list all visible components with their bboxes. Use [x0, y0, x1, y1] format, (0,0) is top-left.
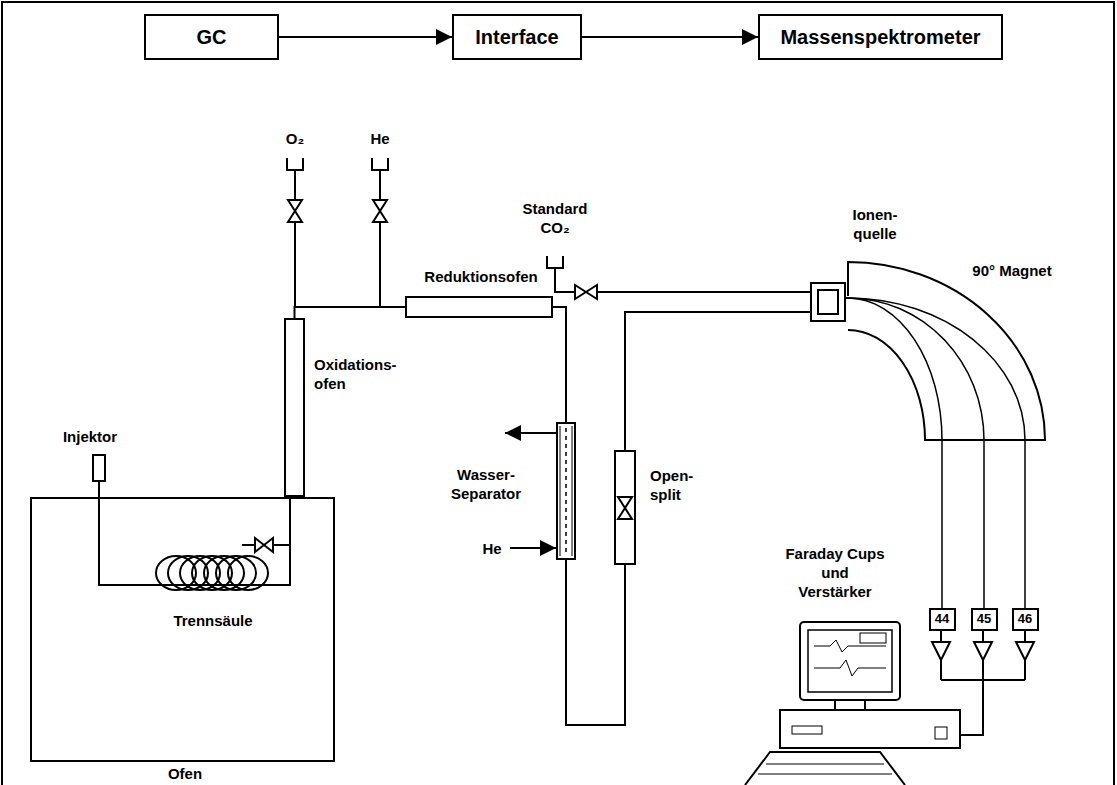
- gas-line: [566, 560, 625, 725]
- gas-line: [553, 307, 566, 422]
- gas-line: [295, 307, 406, 318]
- node-label: Interface: [475, 25, 558, 50]
- gas-label: Standard CO₂: [522, 200, 587, 238]
- valve-symbol: [255, 538, 273, 552]
- coil-winding: [180, 556, 220, 590]
- interface-box: Interface: [452, 14, 582, 60]
- node-label: 45: [977, 611, 991, 627]
- oven-box: Ofen: [30, 497, 335, 762]
- gc-plumbing: [93, 158, 1045, 785]
- node-label: Massenspektrometer: [780, 25, 980, 50]
- gas-label: He: [482, 540, 501, 559]
- coil-winding: [156, 556, 196, 590]
- node-label: GC: [197, 25, 227, 50]
- node-label: Wasser- Separator: [451, 466, 521, 504]
- standard-co2-line: [547, 256, 810, 292]
- he-in-arrow: [510, 547, 556, 549]
- coil-winding: [204, 556, 244, 590]
- valve-symbol: [618, 497, 632, 519]
- coil-winding: [228, 556, 268, 590]
- open-split: Open- split: [614, 450, 636, 565]
- column-coil: [156, 556, 268, 590]
- separator-membrane: [560, 426, 572, 556]
- detector-label: Faraday Cups und Verstärker: [783, 545, 887, 601]
- node-label: 46: [1018, 611, 1032, 627]
- ion-source-chamber: [818, 290, 838, 314]
- gas-label: O₂: [286, 130, 304, 149]
- flow-arrow: [582, 36, 758, 38]
- gc-box: GC: [144, 14, 279, 60]
- injector-symbol: [93, 455, 105, 481]
- o2-supply: [287, 158, 303, 307]
- coil-winding: [192, 556, 232, 590]
- node-label: Oxidations- ofen: [314, 356, 397, 394]
- ion-source: Ionen- quelle: [810, 282, 846, 322]
- oxidation-furnace: Oxidations- ofen: [284, 318, 305, 497]
- gas-line: [625, 312, 810, 450]
- water-separator: Wasser- Separator: [556, 422, 576, 560]
- valve-symbol: [575, 285, 597, 299]
- faraday-cup: 45: [971, 608, 998, 631]
- cup-leads: [941, 630, 1025, 642]
- magnet-label: 90° Magnet: [972, 262, 1051, 281]
- coil-winding: [216, 556, 256, 590]
- node-label: Ofen: [168, 765, 202, 784]
- faraday-cup: 46: [1012, 608, 1039, 631]
- coil-winding: [168, 556, 208, 590]
- reduction-furnace: Reduktionsofen: [405, 296, 553, 318]
- flow-arrow: [279, 36, 452, 38]
- amplifier-symbol: [932, 642, 1034, 660]
- valve-symbol: [373, 200, 387, 222]
- connector-layer: [279, 37, 1025, 725]
- faraday-cup: 44: [929, 608, 956, 631]
- node-label: Reduktionsofen: [424, 268, 537, 287]
- he-supply: [372, 158, 388, 307]
- magnet-90: [848, 262, 1045, 440]
- mass-spectrometer-box: Massenspektrometer: [758, 14, 1003, 60]
- node-label: 44: [935, 611, 949, 627]
- node-label: Open- split: [650, 467, 693, 505]
- node-label: Ionen- quelle: [853, 206, 898, 244]
- column-label: Trennsäule: [173, 612, 252, 631]
- he-out-arrow: [505, 432, 556, 434]
- injector-label: Injektor: [63, 428, 117, 447]
- valve-symbol: [288, 200, 302, 222]
- separator-core: [565, 428, 567, 556]
- computer-icon: [745, 622, 960, 785]
- gas-label: He: [370, 130, 389, 149]
